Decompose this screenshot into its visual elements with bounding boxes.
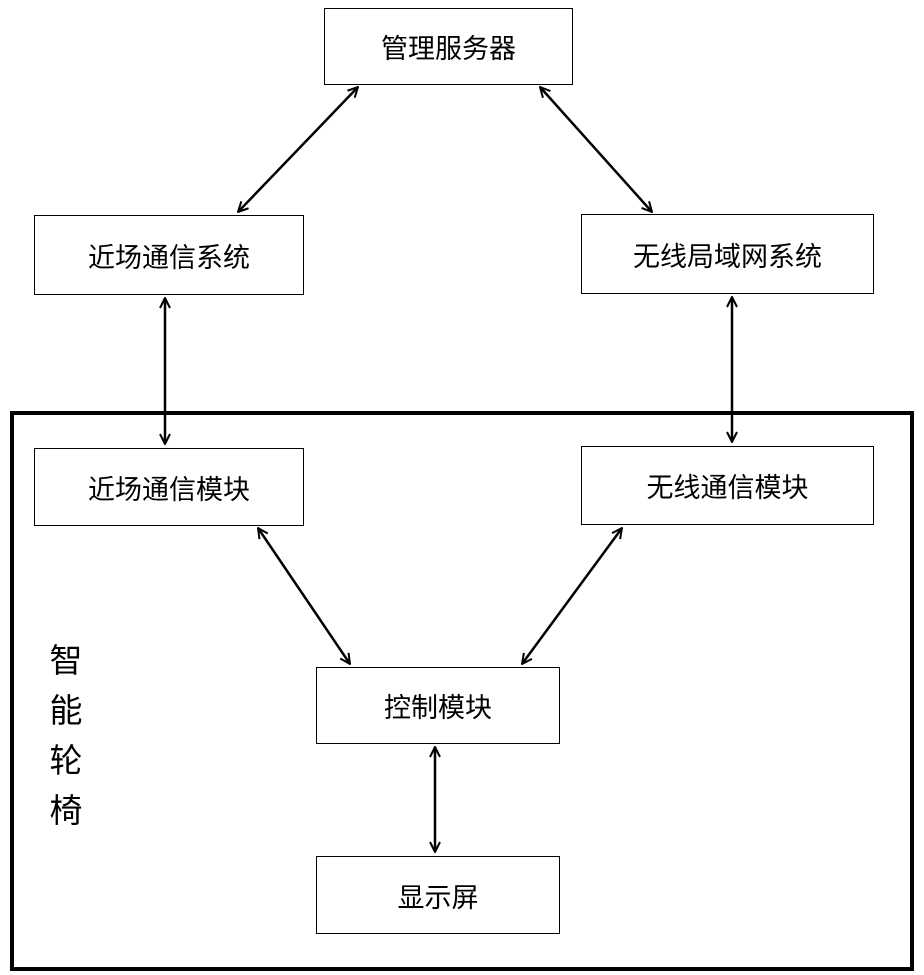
arrow-server-wlan-system — [540, 87, 652, 212]
arrow-nfc-module-control — [258, 528, 350, 664]
arrow-wireless-module-control — [522, 528, 622, 664]
arrow-server-nfc-system — [238, 87, 358, 212]
